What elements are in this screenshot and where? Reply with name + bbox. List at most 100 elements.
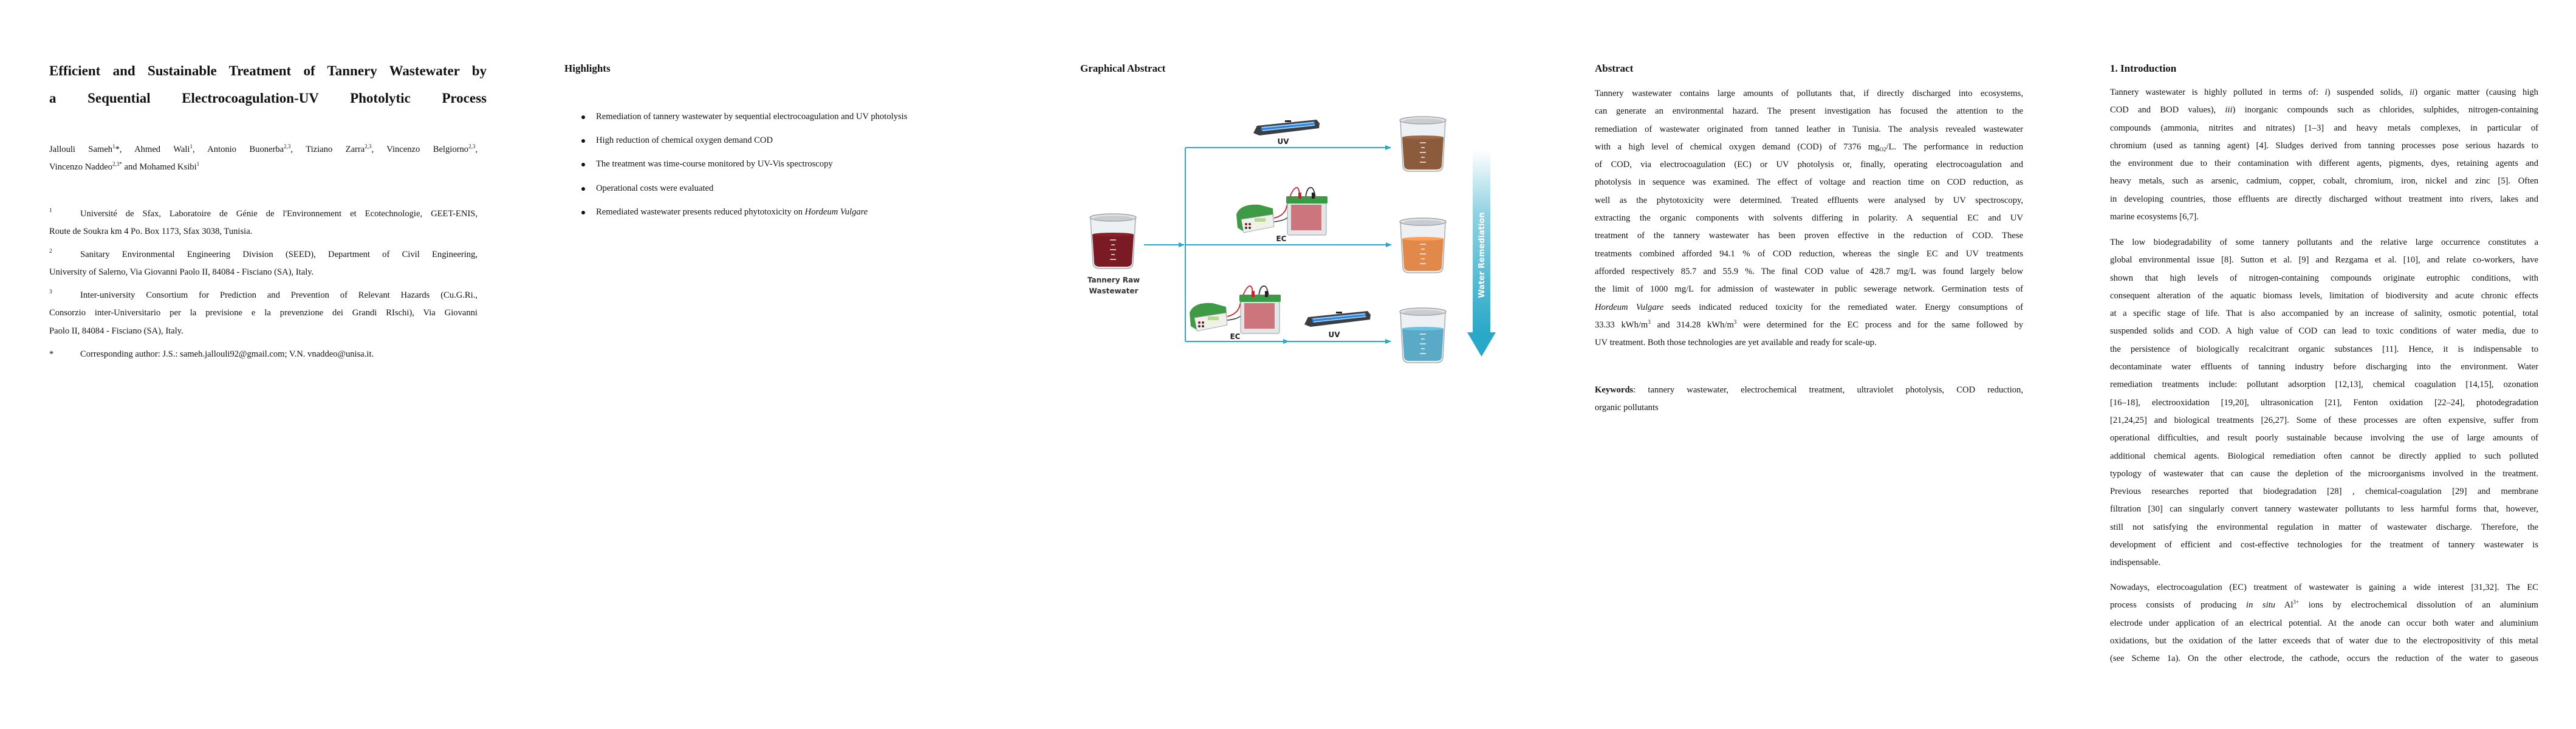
- text-line: treatment of the tannery wastewater has …: [1595, 227, 2023, 245]
- abstract-heading: Abstract: [1595, 63, 1634, 74]
- introduction-heading: 1. Introduction: [2110, 63, 2177, 74]
- text-line: the environment due to their contaminati…: [2110, 155, 2538, 173]
- text-run: can generate an environmental hazard. Th…: [1595, 106, 2023, 117]
- text-run: University of Salerno, Via Giovanni Paol…: [49, 267, 314, 278]
- text-run: Université de Sfax, Laboratoire de Génie…: [80, 209, 478, 219]
- text-run: Previous researches reported that biodeg…: [2110, 487, 2538, 497]
- text-run: in situ: [2245, 600, 2275, 611]
- text-run: iii: [2225, 105, 2233, 115]
- introduction-paragraph-2: The low biodegradability of some tannery…: [2110, 234, 2538, 572]
- text-line: oxidations, but the oxidation of the lat…: [2110, 632, 2538, 650]
- text-line: filtration [30] can singularly convert t…: [2110, 501, 2538, 518]
- text-line: the persistence of biologically recalcit…: [2110, 341, 2538, 358]
- text-run: , Vincenzo Belgiorno: [371, 145, 469, 154]
- text-run: i: [2324, 87, 2328, 97]
- text-run: 3: [1733, 318, 1737, 325]
- text-run: Nowadays, electrocoagulation (EC) treatm…: [2110, 583, 2538, 592]
- uv-lamp-icon: [1304, 311, 1371, 327]
- text-run: filtration [30] can singularly convert t…: [2110, 504, 2538, 515]
- text-run: process consists of producing: [2110, 600, 2246, 611]
- affiliation-marker: 2: [49, 248, 52, 255]
- text-run: consequent alteration of the aquatic bio…: [2110, 290, 2538, 301]
- text-run: Corresponding author: J.S.: sameh.jallou…: [80, 349, 374, 359]
- text-line: Efficient and Sustainable Treatment of T…: [49, 57, 487, 84]
- text-run: 1: [196, 161, 200, 168]
- highlights-list: Remediation of tannery wastewater by seq…: [564, 108, 907, 227]
- text-run: COD and BOD values),: [2110, 105, 2225, 115]
- text-run: The low biodegradability of some tannery…: [2110, 238, 2538, 247]
- text-run: oxidations, but the oxidation of the lat…: [2110, 635, 2538, 646]
- text-line: a Sequential Electrocoagulation-UV Photo…: [49, 84, 487, 112]
- electrocoagulation-device-icon: [1189, 285, 1281, 334]
- text-run: Remediation of tannery wastewater by seq…: [596, 112, 908, 122]
- text-line: Hordeum Vulgare seeds indicated reduced …: [1595, 299, 2023, 317]
- abstract-body: Tannery wastewater contains large amount…: [1595, 85, 2023, 352]
- text-run: UV treatment. Both those technologies ar…: [1595, 338, 1877, 348]
- graphical-abstract-figure: Tannery Raw Wastewater UV EC EC UV Water…: [1088, 55, 1496, 395]
- uv-lamp-icon: [1253, 120, 1320, 136]
- highlight-item: Remediation of tannery wastewater by seq…: [564, 108, 907, 132]
- text-line: photolysis in sequence was examined. The…: [1595, 174, 2023, 191]
- text-line: Consorzio inter-Universitario per la pre…: [49, 304, 478, 322]
- uv-treated-beaker-icon: [1400, 117, 1446, 171]
- introduction-paragraph-1: Tannery wastewater is highly polluted in…: [2110, 84, 2538, 226]
- text-line: still not satisfying the environmental r…: [2110, 519, 2538, 536]
- raw-wastewater-label-1: Tannery Raw: [1088, 276, 1140, 284]
- text-line: consequent alteration of the aquatic bio…: [2110, 287, 2538, 305]
- text-line: heavy metals, such as arsenic, cadmium, …: [2110, 173, 2538, 190]
- graphical-abstract-heading: Graphical Abstract: [1080, 63, 1166, 74]
- text-line: 33.33 kWh/m3 and 314.28 kWh/m3 were dete…: [1595, 317, 2023, 334]
- text-line: Inter-university Consortium for Predicti…: [49, 287, 478, 304]
- text-line: Jallouli Sameh1*, Ahmed Wali1, Antonio B…: [49, 141, 478, 159]
- text-line: electrode under application of an electr…: [2110, 615, 2538, 632]
- text-run: Al: [2275, 600, 2293, 611]
- text-run: Sanitary Environmental Engineering Divis…: [80, 250, 478, 259]
- bullet-icon: [581, 115, 585, 119]
- text-run: organic pollutants: [1595, 403, 1659, 413]
- ec-uv-treated-beaker-icon: [1400, 308, 1446, 363]
- text-line: Tannery wastewater is highly polluted in…: [2110, 84, 2538, 101]
- text-run: well as the phytotoxicity were determine…: [1595, 195, 2023, 205]
- highlight-item: Remediated wastewater presents reduced p…: [564, 204, 907, 227]
- water-remediation-label: Water Remediation: [1478, 212, 1487, 298]
- text-run: indispensable.: [2110, 558, 2161, 568]
- text-run: 33.33 kWh/m: [1595, 320, 1648, 330]
- uv-label: UV: [1277, 137, 1289, 146]
- text-run: High reduction of chemical oxygen demand…: [596, 135, 773, 146]
- text-run: Tannery wastewater contains large amount…: [1595, 89, 2023, 98]
- text-run: 2,3: [468, 143, 476, 149]
- text-run: heavy metals, such as arsenic, cadmium, …: [2110, 176, 2538, 187]
- raw-wastewater-beaker-icon: [1090, 214, 1136, 269]
- text-run: 2,3*: [112, 161, 122, 168]
- text-line: (see Scheme 1a). On the other electrode,…: [2110, 650, 2538, 668]
- bullet-icon: [581, 187, 585, 191]
- text-line: well as the phytotoxicity were determine…: [1595, 192, 2023, 210]
- text-run: treatments combined afforded 94.1 % of C…: [1595, 248, 2023, 259]
- author-list: Jallouli Sameh1*, Ahmed Wali1, Antonio B…: [49, 141, 478, 177]
- text-run: , Tiziano Zarra: [290, 145, 365, 154]
- text-line: remediation treatments include: pollutan…: [2110, 376, 2538, 394]
- text-run: ,: [475, 145, 478, 154]
- text-run: [16–18], electrooxidation [19,20], ultra…: [2110, 397, 2538, 408]
- keywords: Keywords: tannery wastewater, electroche…: [1595, 382, 2023, 417]
- text-run: ) inorganic compounds such as chlorides,…: [2232, 105, 2538, 115]
- text-run: the limit of 1000 mg/L for admission of …: [1595, 284, 2023, 295]
- ec-label: EC: [1276, 234, 1286, 243]
- text-run: photolysis in sequence was examined. The…: [1595, 177, 2023, 188]
- text-run: Consorzio inter-Universitario per la pre…: [49, 308, 478, 318]
- text-run: extracting the organic components with s…: [1595, 213, 2023, 224]
- text-run: decontaminate water effluents of tanning…: [2110, 362, 2538, 372]
- highlight-item: High reduction of chemical oxygen demand…: [564, 132, 907, 156]
- text-line: organic pollutants: [1595, 399, 2023, 417]
- text-line: Université de Sfax, Laboratoire de Génie…: [49, 205, 478, 223]
- text-run: a Sequential Electrocoagulation-UV Photo…: [49, 91, 487, 106]
- text-run: Jallouli Sameh: [49, 145, 113, 154]
- text-line: COD and BOD values), iii) inorganic comp…: [2110, 101, 2538, 119]
- text-run: 3: [1648, 318, 1651, 325]
- text-run: ions by electrochemical dissolution of a…: [2298, 600, 2538, 611]
- text-run: *, Ahmed Wali: [115, 145, 190, 154]
- text-run: at a specific stage of life. That is als…: [2110, 309, 2538, 319]
- text-run: global environmental issue [8]. Sutton e…: [2110, 255, 2538, 265]
- text-run: Route de Soukra km 4 Po. Box 1173, Sfax …: [49, 227, 253, 237]
- text-line: Previous researches reported that biodeg…: [2110, 483, 2538, 501]
